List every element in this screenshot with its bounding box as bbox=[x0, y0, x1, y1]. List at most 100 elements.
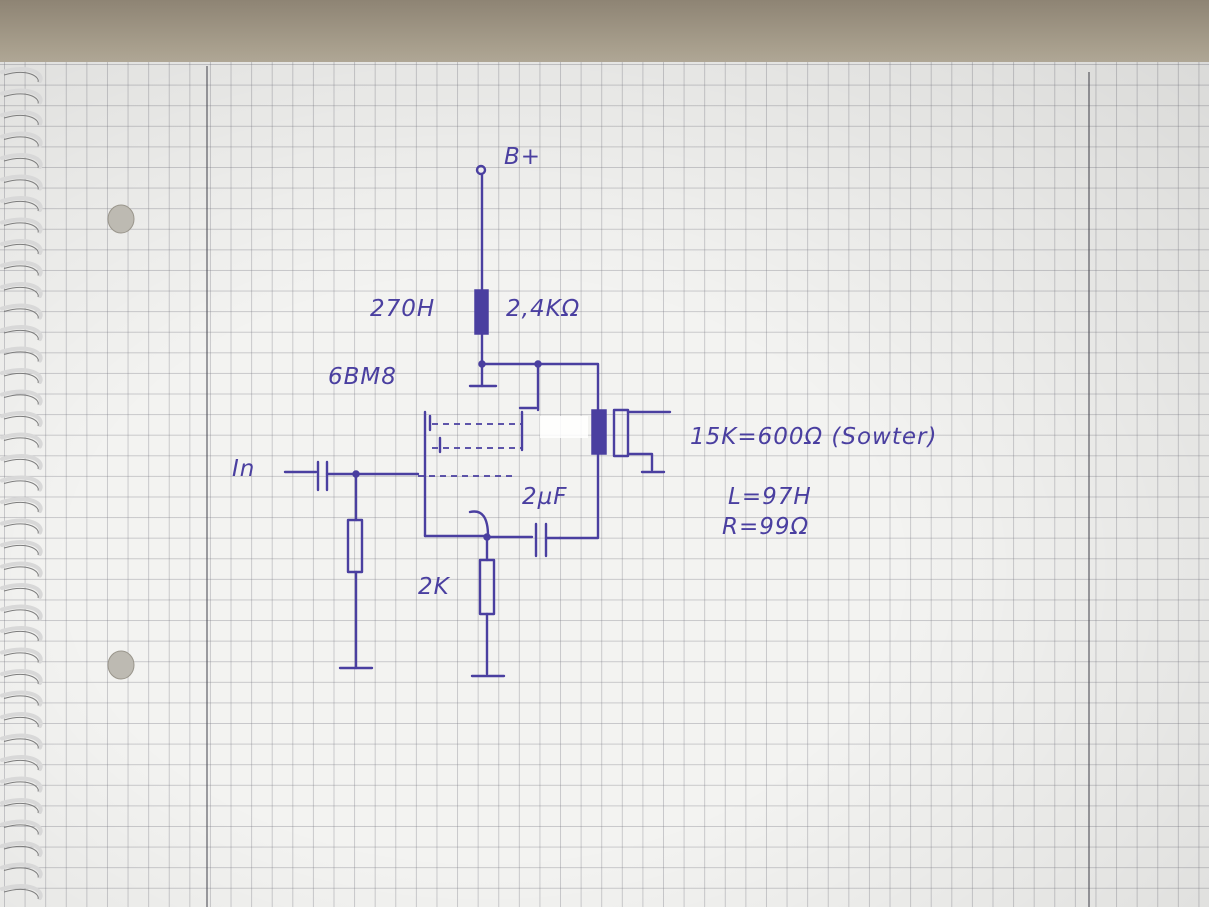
left-margin-line bbox=[206, 66, 208, 907]
spiral-ring bbox=[0, 325, 43, 341]
spiral-ring-shadow bbox=[3, 286, 39, 298]
choke-inductance-label: 270H bbox=[370, 296, 436, 322]
spiral-ring-shadow bbox=[3, 781, 39, 792]
spiral-ring bbox=[0, 540, 43, 556]
spiral-ring-shadow bbox=[3, 609, 39, 620]
spiral-ring bbox=[0, 432, 43, 449]
spiral-ring-shadow bbox=[3, 566, 39, 577]
spiral-ring bbox=[0, 755, 43, 771]
supply-label: B+ bbox=[504, 144, 542, 170]
inductance-label: L=97H bbox=[728, 484, 812, 510]
spiral-ring bbox=[0, 583, 43, 599]
spiral-ring-shadow bbox=[3, 394, 39, 405]
input-coupling bbox=[283, 460, 420, 670]
plate-wiring bbox=[468, 360, 600, 412]
spiral-ring bbox=[0, 260, 43, 277]
spiral-ring bbox=[0, 239, 43, 255]
choke-resistance-label: 2,4KΩ bbox=[506, 296, 581, 322]
spiral-ring bbox=[0, 819, 43, 836]
spiral-ring-shadow bbox=[3, 93, 39, 104]
spiral-ring-shadow bbox=[3, 802, 39, 814]
spiral-ring-shadow bbox=[3, 71, 39, 83]
spiral-ring bbox=[0, 712, 43, 728]
spiral-ring bbox=[0, 647, 43, 664]
spiral-ring bbox=[0, 110, 43, 126]
spiral-ring-shadow bbox=[3, 716, 39, 728]
right-margin-line bbox=[1088, 72, 1090, 907]
spiral-ring bbox=[0, 153, 43, 169]
spiral-ring bbox=[0, 454, 43, 470]
spiral-ring bbox=[0, 411, 43, 427]
spiral-ring bbox=[0, 561, 43, 578]
spiral-ring-shadow bbox=[3, 179, 39, 190]
spiral-ring-shadow bbox=[3, 243, 39, 255]
spiral-ring-shadow bbox=[3, 200, 39, 212]
spiral-ring bbox=[0, 626, 43, 642]
spiral-ring-shadow bbox=[3, 630, 39, 642]
spiral-ring bbox=[0, 776, 43, 793]
spiral-ring bbox=[0, 884, 43, 900]
cathode-network bbox=[423, 510, 562, 678]
spiral-ring bbox=[0, 389, 43, 406]
spiral-ring bbox=[0, 174, 43, 191]
spiral-ring bbox=[0, 798, 43, 814]
spiral-ring-shadow bbox=[3, 523, 39, 534]
spiral-ring bbox=[0, 303, 43, 320]
spiral-ring-shadow bbox=[3, 265, 39, 276]
spiral-binding bbox=[0, 67, 43, 900]
spiral-ring bbox=[0, 217, 43, 234]
spiral-ring-shadow bbox=[3, 114, 39, 126]
capacitor-label: 2µF bbox=[522, 484, 568, 510]
spiral-ring-shadow bbox=[3, 351, 39, 362]
spiral-ring-shadow bbox=[3, 695, 39, 706]
spiral-ring bbox=[0, 282, 43, 298]
spiral-ring-shadow bbox=[3, 587, 39, 599]
spiral-ring bbox=[0, 67, 43, 83]
spiral-ring-shadow bbox=[3, 652, 39, 663]
spiral-ring-shadow bbox=[3, 480, 39, 491]
spiral-ring-shadow bbox=[3, 738, 39, 749]
spiral-ring bbox=[0, 518, 43, 535]
supply-terminal bbox=[475, 164, 487, 292]
spiral-ring-shadow bbox=[3, 888, 39, 900]
spiral-ring bbox=[0, 862, 43, 879]
spiral-ring bbox=[0, 669, 43, 685]
spiral-ring-shadow bbox=[3, 415, 39, 427]
input-label: In bbox=[232, 456, 256, 482]
spiral-ring bbox=[0, 346, 43, 363]
spiral-ring bbox=[0, 841, 43, 857]
spiral-ring-shadow bbox=[3, 673, 39, 685]
spiral-ring-shadow bbox=[3, 544, 39, 556]
spiral-ring-shadow bbox=[3, 308, 39, 319]
spiral-ring-shadow bbox=[3, 136, 39, 147]
graph-paper-sheet bbox=[0, 62, 1209, 907]
spiral-ring bbox=[0, 604, 43, 621]
spiral-ring-shadow bbox=[3, 501, 39, 513]
spiral-ring-shadow bbox=[3, 157, 39, 169]
spiral-ring-shadow bbox=[3, 437, 39, 448]
spiral-ring-shadow bbox=[3, 824, 39, 835]
tube-pentode bbox=[418, 406, 538, 538]
spiral-ring bbox=[0, 475, 43, 492]
output-transformer bbox=[540, 408, 672, 540]
transformer-ratio-label: 15K=600Ω (Sowter) bbox=[690, 424, 938, 450]
spiral-ring-shadow bbox=[3, 759, 39, 771]
spiral-ring bbox=[0, 196, 43, 212]
spiral-ring-shadow bbox=[3, 845, 39, 857]
spiral-ring-shadow bbox=[3, 372, 39, 384]
spiral-ring bbox=[0, 690, 43, 707]
spiral-ring-shadow bbox=[3, 458, 39, 470]
spiral-ring-shadow bbox=[3, 222, 39, 233]
spiral-ring-shadow bbox=[3, 867, 39, 878]
cathode-resistor-label: 2K bbox=[418, 574, 450, 600]
resistance-label: R=99Ω bbox=[722, 514, 810, 540]
spiral-ring bbox=[0, 733, 43, 750]
spiral-ring bbox=[0, 497, 43, 513]
choke-inductor bbox=[474, 289, 489, 368]
spiral-ring-shadow bbox=[3, 329, 39, 341]
tube-label: 6BM8 bbox=[328, 364, 397, 390]
spiral-ring bbox=[0, 88, 43, 105]
punch-holes bbox=[107, 204, 135, 680]
spiral-ring bbox=[0, 131, 43, 148]
